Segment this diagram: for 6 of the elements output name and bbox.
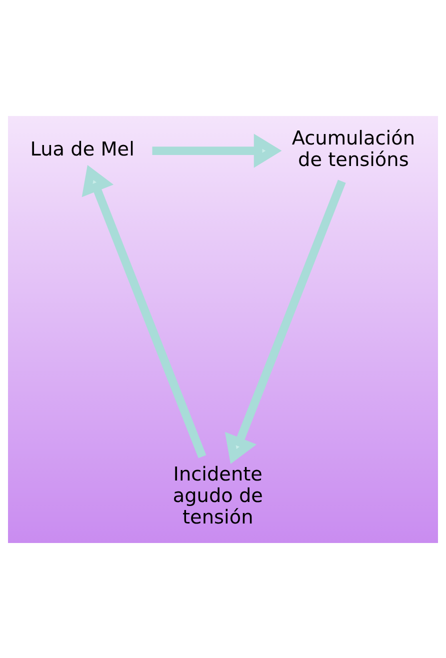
- node-text: Lua de Mel: [30, 136, 134, 160]
- arrow: [152, 133, 282, 168]
- node-text: Incidente agudo de tensión: [172, 462, 263, 528]
- arrow: [224, 179, 346, 464]
- node-text: Acumulación de tensións: [292, 126, 416, 171]
- arrow: [82, 164, 206, 458]
